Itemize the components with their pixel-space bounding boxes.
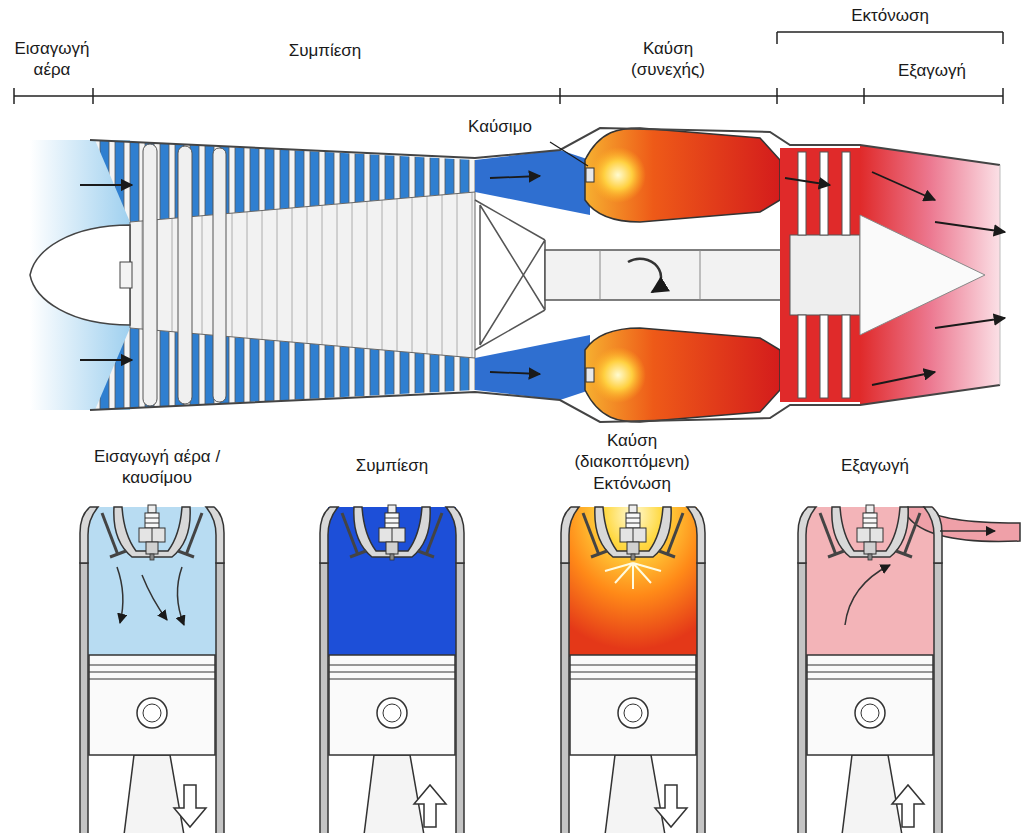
flow-arrows-part <box>935 318 1005 328</box>
jet-engine-part <box>600 250 601 300</box>
jet-engine-part <box>798 315 806 398</box>
cylinder-exhaust-part <box>845 565 890 625</box>
jet-engine-part <box>860 145 1000 405</box>
expansion-bracket-part <box>1002 32 1004 44</box>
scale-ruler-part <box>776 88 778 104</box>
jet-engine-part <box>143 144 157 406</box>
part-label: Καύσιμο <box>450 116 550 137</box>
cylinder-compression-part <box>414 785 446 827</box>
jet-engine-part <box>842 315 850 398</box>
flow-arrows-part <box>80 184 132 186</box>
jet-engine-part <box>590 347 646 403</box>
scale-ruler-part <box>92 88 94 104</box>
cylinder-exhaust-part <box>908 507 1020 542</box>
scale-ruler-part <box>559 88 561 104</box>
cylinder-intake-part <box>80 505 224 833</box>
jet-engine-part <box>790 235 860 315</box>
scale-ruler-part <box>863 88 865 104</box>
cylinder-exhaust-part <box>892 785 924 827</box>
cylinder-intake-part <box>174 785 206 827</box>
jet-engine-part <box>585 128 780 222</box>
jet-engine-part <box>545 250 790 300</box>
jet-engine-part <box>820 315 828 398</box>
stage-label: Εξαγωγή <box>805 455 945 476</box>
flow-arrows-part <box>935 222 1005 232</box>
jet-engine-part <box>586 168 594 182</box>
cylinder-compression <box>320 505 464 833</box>
cylinder-combustion-part <box>561 505 705 833</box>
jet-engine-part <box>475 150 590 215</box>
flow-arrows-part <box>490 176 540 178</box>
flow-arrows-part <box>785 178 830 185</box>
stage-label: Καύση (διακοπτόμενη) Εκτόνωση <box>567 430 697 494</box>
cylinder-intake <box>80 505 224 833</box>
stage-label: Εξαγωγή <box>867 60 997 81</box>
cylinder-combustion-part <box>655 785 687 827</box>
cylinder-combustion-part <box>605 563 661 589</box>
scale-ruler-part <box>1002 88 1004 104</box>
cylinder-intake-part <box>117 567 123 623</box>
flow-arrows <box>80 172 1005 385</box>
flow-arrows-part <box>872 172 935 200</box>
jet-engine-part <box>120 262 132 288</box>
jet-engine-part <box>475 200 545 350</box>
expansion-bracket <box>777 32 1003 44</box>
jet-engine-part <box>90 385 1000 422</box>
cylinder-exhaust-part <box>940 530 995 532</box>
stage-label: Συμπίεση <box>322 455 462 476</box>
jet-engine-part <box>590 147 646 203</box>
jet-engine-part <box>213 148 226 402</box>
stage-label: Συμπίεση <box>255 40 395 61</box>
cylinder-exhaust <box>798 505 1020 833</box>
leader-line <box>550 142 588 166</box>
cylinder-intake-part <box>177 567 184 625</box>
scale-ruler <box>14 88 1003 104</box>
stage-label: Εισαγωγή αέρα / καυσίμου <box>77 446 237 489</box>
scale-ruler-part <box>14 95 1003 97</box>
jet-engine-part <box>475 335 590 400</box>
jet-engine-part <box>585 328 780 422</box>
jet-engine-part <box>30 225 130 325</box>
cylinder-exhaust-part <box>798 505 942 833</box>
flow-arrows-part <box>80 359 132 361</box>
expansion-bracket-part <box>777 31 1003 33</box>
cylinder-combustion <box>561 505 705 833</box>
flow-arrows-part <box>490 372 540 374</box>
jet-engine-part <box>628 259 661 292</box>
jet-engine-part <box>178 146 192 404</box>
stage-label: Εκτόνωση <box>820 5 960 26</box>
jet-engine-part <box>90 128 1000 165</box>
jet-engine <box>30 128 1005 422</box>
expansion-bracket-part <box>776 32 778 44</box>
jet-engine-part <box>586 368 594 382</box>
jet-engine-part <box>1000 165 1001 385</box>
jet-engine-part <box>780 148 860 402</box>
scale-ruler-part <box>13 88 15 104</box>
jet-engine-part <box>798 152 806 235</box>
cylinder-intake-part <box>142 575 167 620</box>
stage-label: Εισαγωγή αέρα <box>7 38 97 81</box>
stage-label: Καύση (συνεχής) <box>618 38 718 81</box>
flow-arrows-part <box>872 372 935 385</box>
jet-engine-part <box>842 152 850 235</box>
jet-engine-part <box>700 250 701 300</box>
cylinder-compression-part <box>320 505 464 833</box>
jet-engine-part <box>860 215 985 335</box>
jet-engine-part <box>820 152 828 235</box>
